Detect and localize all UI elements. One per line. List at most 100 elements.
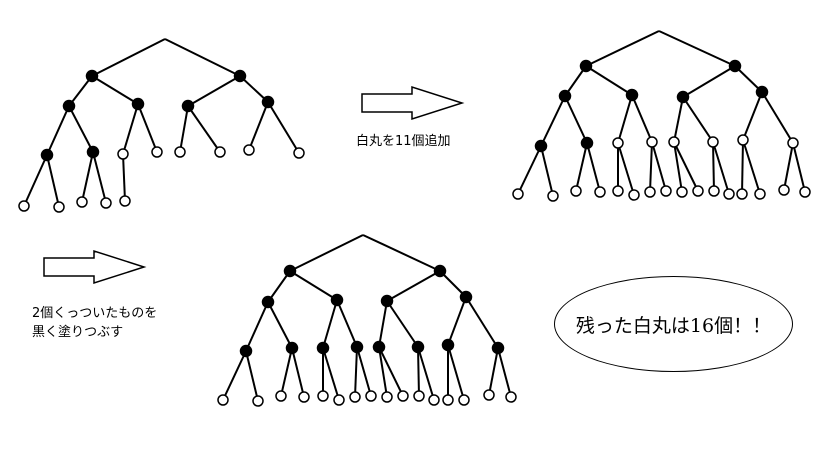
filled-node <box>233 69 247 83</box>
tree-edge <box>761 91 794 144</box>
open-node <box>275 390 287 402</box>
tree-edge <box>386 300 419 348</box>
tree-initial <box>18 38 305 213</box>
open-node <box>754 188 766 200</box>
open-node <box>547 190 559 202</box>
tree-edge <box>92 151 107 204</box>
step2-caption-line1: 2個くっついたものを <box>32 306 158 321</box>
tree-edge <box>248 101 269 151</box>
tree-edge <box>673 141 699 192</box>
open-node <box>293 147 305 159</box>
filled-node <box>441 338 455 352</box>
tree-edge <box>617 142 635 196</box>
filled-node <box>330 293 344 307</box>
tree-edge <box>362 234 441 272</box>
open-node <box>737 134 749 146</box>
tree-edge <box>651 141 667 192</box>
open-node <box>676 186 688 198</box>
filled-node <box>131 97 145 111</box>
tree-edge <box>783 142 794 191</box>
open-node <box>428 394 440 406</box>
tree-edge <box>122 103 139 155</box>
tree-edge <box>356 346 372 397</box>
filled-node <box>85 69 99 83</box>
open-node <box>298 391 310 403</box>
open-node <box>174 146 186 158</box>
arrow-right-1 <box>361 85 465 121</box>
tree-edge <box>517 145 542 195</box>
tree-edge <box>137 103 158 153</box>
tree-edge <box>291 347 305 398</box>
open-node <box>646 136 658 148</box>
tree-edge <box>540 145 554 197</box>
tree-edge <box>267 301 293 349</box>
tree-edge <box>187 75 241 107</box>
tree-edge <box>386 270 441 302</box>
tree-edge <box>179 105 189 153</box>
open-node <box>708 185 720 197</box>
open-node <box>100 197 112 209</box>
open-node <box>505 391 517 403</box>
tree-edge <box>68 105 94 153</box>
open-node <box>53 201 65 213</box>
open-node <box>628 189 640 201</box>
tree-edge <box>245 301 269 352</box>
open-node <box>778 184 790 196</box>
filled-node <box>534 139 548 153</box>
tree-edge <box>289 234 364 272</box>
tree-edge <box>378 300 388 348</box>
open-node <box>214 146 226 158</box>
tree-edge <box>354 346 358 398</box>
filled-node <box>433 264 447 278</box>
tree-edge <box>682 96 714 143</box>
tree-edge <box>631 94 653 143</box>
tree-edge <box>68 75 93 107</box>
tree-after-filling <box>217 234 517 407</box>
filled-node <box>625 88 639 102</box>
tree-edge <box>564 95 588 144</box>
tree-edge <box>585 30 660 67</box>
open-node <box>243 144 255 156</box>
tree-edge <box>742 139 761 195</box>
open-node <box>151 146 163 158</box>
tree-edge <box>712 141 715 192</box>
tree-edge <box>378 346 404 397</box>
open-node <box>317 390 329 402</box>
filled-node <box>181 99 195 113</box>
open-node <box>117 148 129 160</box>
tree-edge <box>91 38 166 77</box>
open-node <box>333 394 345 406</box>
filled-node <box>350 340 364 354</box>
conclusion-ellipse: 残った白丸は16個！！ <box>554 276 793 372</box>
tree-edge <box>741 139 744 195</box>
filled-node <box>316 341 330 355</box>
open-node <box>799 186 811 198</box>
tree-edge <box>488 347 499 396</box>
tree-edge <box>122 153 126 202</box>
tree-edge <box>465 296 499 349</box>
filled-node <box>755 85 769 99</box>
filled-node <box>62 99 76 113</box>
tree-edge <box>322 347 340 401</box>
tree-edge <box>336 299 358 348</box>
open-node <box>644 186 656 198</box>
open-node <box>668 136 680 148</box>
tree-edge <box>575 142 588 192</box>
open-node <box>512 188 524 200</box>
open-node <box>365 390 377 402</box>
tree-edge <box>280 347 293 397</box>
tree-edge <box>585 65 633 96</box>
tree-edge <box>447 296 467 346</box>
tree-edge <box>322 299 338 349</box>
tree-edge <box>378 346 388 398</box>
open-node <box>612 137 624 149</box>
tree-edge <box>792 142 806 193</box>
open-node <box>442 394 454 406</box>
filled-node <box>491 341 505 355</box>
tree-edge <box>267 101 300 154</box>
tree-edge <box>239 75 269 103</box>
filled-node <box>459 290 473 304</box>
open-node <box>119 195 131 207</box>
open-node <box>660 185 672 197</box>
open-node <box>413 390 425 402</box>
